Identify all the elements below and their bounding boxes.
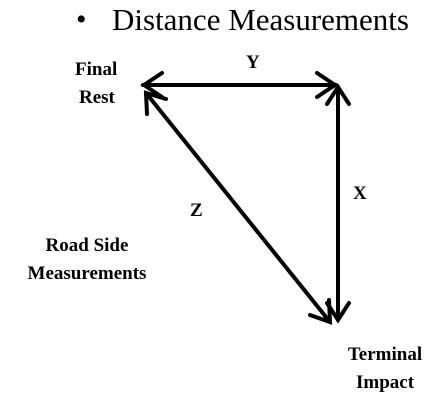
label-final-rest: Final Rest [65,56,117,112]
label-z: Z [190,200,203,221]
heading-title: Distance Measurements [112,1,409,37]
arrow-z [144,91,332,324]
arrow-y-head-right [315,71,339,99]
label-road-side-line2: Measurements [27,263,147,284]
slide-heading: • Distance Measurements [76,0,409,38]
label-final-rest-line2: Rest [79,87,115,108]
arrow-x-head-top [325,83,351,106]
label-road-side-line1: Road Side [45,235,129,256]
label-terminal-line1: Terminal [347,344,423,365]
label-final-rest-line1: Final [75,59,118,80]
arrow-z-head-bottom [308,298,333,325]
bullet-icon: • [76,3,87,36]
label-x: X [353,183,367,204]
label-y: Y [246,52,260,73]
arrow-y-head-left [140,71,164,99]
label-terminal-impact: Terminal Impact [330,341,435,397]
label-terminal-line2: Impact [355,372,415,393]
label-road-side-measurements: Road Side Measurements [7,232,167,288]
arrow-z-head-top [143,90,168,116]
